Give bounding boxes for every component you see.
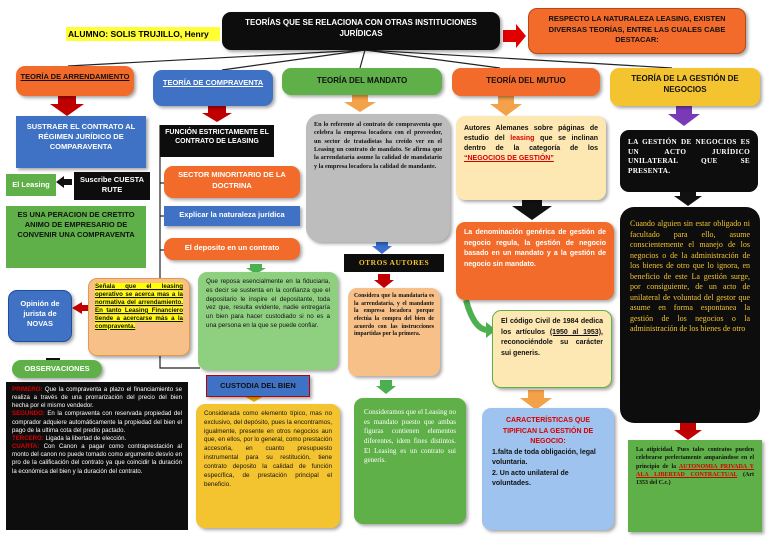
box-elemento-tipico: Considerada como elemento típico, mas no… [196, 404, 340, 528]
caracteristicas-item: 1.falta de toda obligación, legal volunt… [492, 448, 596, 467]
autores-negocios-gestion: “NEGOCIOS DE GESTIÓN” [464, 155, 554, 163]
header-mandato: TEORÍA DEL MANDATO [282, 68, 442, 95]
codigo-civil-text-a: El código Civil de 1984 dedica los artíc… [501, 318, 603, 336]
obs-item-label: TERCERO: [12, 434, 44, 442]
box-cuando-alguien: Cuando alguien sin estar obligado ni fac… [620, 207, 760, 423]
autores-leasing: leasing [510, 135, 535, 143]
box-custodia: CUSTODIA DEL BIEN [206, 375, 310, 397]
obs-item-label: SEGUNDO: [12, 410, 45, 418]
obs-item: TERCERO: Ligada la libertad de elección. [12, 435, 182, 443]
intro-note: RESPECTO LA NATURALEZA LEASING, EXISTEN … [528, 8, 746, 54]
box-operacion-credito: ES UNA PERACION DE CRETITO ANIMO DE EMPR… [6, 206, 146, 268]
cuando-alguien-rest: asume conscientemente el manejo de los n… [630, 229, 750, 334]
main-title: TEORÍAS QUE SE RELACIONA CON OTRAS INSTI… [222, 12, 500, 50]
box-sustraer: SUSTRAER EL CONTRATO AL RÉGIMEN JURÍDICO… [16, 116, 146, 168]
obs-item-text: Que la compraventa a plazo el financiami… [12, 386, 182, 410]
autores-text-a: Autores Alemanes sobre páginas de estudi… [464, 125, 598, 143]
obs-item: PRIMERO: Que la compraventa a plazo el f… [12, 386, 182, 410]
header-mutuo: TEORÍA DEL MUTUO [452, 68, 600, 96]
student-name: ALUMNO: SOLIS TRUJILLO, Henry [66, 27, 220, 41]
box-autores-alemanes: Autores Alemanes sobre páginas de estudi… [456, 116, 606, 200]
autores-text-b: que se inclinan dentro de la categoría d… [464, 135, 598, 153]
box-suscribe: Suscribe CUESTA RUTE [74, 172, 150, 200]
box-caracteristicas: CARACTERÍSTICAS QUE TIPIFICAN LA GESTIÓN… [482, 408, 614, 530]
box-codigo-civil: El código Civil de 1984 dedica los artíc… [492, 310, 612, 388]
atipicidad-text-b: (Art 1353 del C.c.) [636, 471, 754, 487]
box-otros-autores: OTROS AUTORES [344, 254, 444, 272]
codigo-civil-articulos: (1950 al 1953) [549, 328, 602, 336]
box-quote-novas: Señala que el leasing operativo se acerc… [88, 278, 190, 356]
caracteristicas-item: 2. Un acto unilateral de voluntades. [492, 469, 569, 488]
quote-novas-a: Señala que el leasing operativo se acerc… [95, 283, 183, 306]
box-el-leasing: El Leasing [6, 174, 56, 196]
box-deposito-contrato: El deposito en un contrato [164, 238, 300, 260]
box-explicar-naturaleza: Explicar la naturaleza jurídica [164, 206, 300, 226]
box-sector-minoritario: SECTOR MINORITARIO DE LA DOCTRINA [164, 166, 300, 198]
header-compraventa: TEORÍA DE COMPRAVENTA [153, 70, 273, 106]
obs-item-text: Con Canon a pagar como contraprestación … [12, 443, 182, 475]
obs-item-text: Ligada la libertad de elección. [43, 434, 127, 442]
observaciones-label: OBSERVACIONES [12, 360, 102, 378]
box-sui-generis: Consideramos que el Leasing no es mandat… [354, 398, 466, 524]
obs-item: SEGUNDO: En la compraventa con reservada… [12, 410, 182, 434]
cuando-alguien-hl: Cuando alguien sin estar obligado ni fac… [630, 219, 750, 239]
box-atipicidad: La atipicidad. Pues tales contratos pued… [628, 440, 762, 532]
box-opinion-jurista: Opinión de jurista de NOVAS [8, 290, 72, 342]
obs-item-label: PRIMERO: [12, 386, 43, 393]
box-mandato-texto: En lo referente al contrato de compraven… [306, 114, 450, 242]
box-denominacion-generica: La denominación genérica de gestión de n… [456, 222, 614, 300]
atipicidad-text-a: La atipicidad. Pues tales contratos pued… [636, 447, 754, 470]
codigo-civil-text-b: , reconociéndole su carácter sui generis… [501, 328, 603, 357]
atipicidad-autonomia: AUTONOMIA PRIVADA Y ALA LIBERTAD CONTRAC… [636, 463, 754, 478]
box-funcion-estrictamente: FUNCIÓN ESTRICTAMENTE EL CONTRATO DE LEA… [160, 125, 274, 157]
caracteristicas-title: CARACTERÍSTICAS QUE TIPIFICAN LA GESTIÓN… [502, 417, 594, 445]
quote-novas-b: En tanto Leasing Financiero tiende a ace… [95, 306, 183, 330]
obs-item-label: CUARTA: [12, 443, 40, 451]
obs-item: CUARTA: Con Canon a pagar como contrapre… [12, 443, 182, 476]
header-gestion-negocios: TEORÍA DE LA GESTIÓN DE NEGOCIOS [610, 68, 760, 106]
obs-item-text: En la compraventa con reservada propieda… [12, 410, 182, 434]
box-acto-juridico: LA GESTIÓN DE NEGOCIOS ES UN ACTO JURÍDI… [620, 130, 758, 192]
box-observaciones: PRIMERO: Que la compraventa a plazo el f… [6, 382, 188, 530]
box-considera-mandataria: Considera que la mandataria es la arrend… [348, 288, 440, 376]
header-arrendamiento: TEORÍA DE ARRENDAMIENTO [16, 66, 134, 96]
box-fiduciaria: Que reposa esencialmente en la fiduciari… [198, 272, 338, 370]
